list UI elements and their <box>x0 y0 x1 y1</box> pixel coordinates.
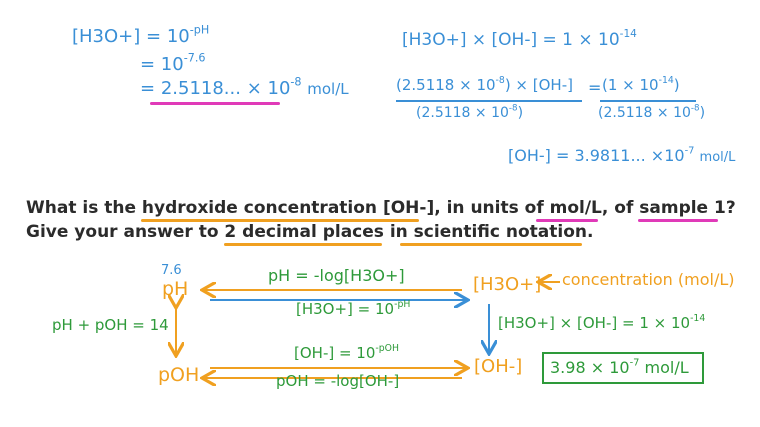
den-right-text: (2.5118 × 10 <box>598 105 691 121</box>
h3o-formula: [H3O+] = 10-pH <box>296 299 411 318</box>
eq-10: = 10 <box>146 26 190 47</box>
h3o-lhs: [H3O+] <box>72 26 141 47</box>
den-right-tail: ) <box>699 105 706 121</box>
answer-box <box>542 352 704 384</box>
oh-formula: [OH-] = 10-pOH <box>294 343 399 362</box>
h3o-formula-exp: -pH <box>394 299 411 311</box>
oh-result-text: [OH-] = 3.9811... ×10 <box>508 146 685 165</box>
den-left-text: (2.5118 × 10 <box>416 105 509 121</box>
den-left-tail: ) <box>517 105 524 121</box>
num-left-exp: -8 <box>495 75 505 87</box>
num-right-tail: ) <box>673 76 680 94</box>
num-right-text: (1 × 10 <box>602 76 659 94</box>
work-left-line3: = 2.5118... × 10-8 mol/L <box>140 77 349 99</box>
answer-value: 3.98 × 10 <box>550 358 630 377</box>
kw-diagram-text: [H3O+] × [OH-] = 1 × 10 <box>498 314 691 332</box>
question-line2: Give your answer to 2 decimal places in … <box>26 222 594 242</box>
num-right-exp: -14 <box>658 75 674 87</box>
h3o-node: [H3O+] <box>473 274 542 295</box>
underline-scientific <box>400 243 582 246</box>
oh-result: [OH-] = 3.9811... ×10-7 mol/L <box>508 145 736 165</box>
ph-value: 7.6 <box>161 263 182 278</box>
work-left-line2: = 10-7.6 <box>140 53 206 75</box>
underline-sample <box>638 219 718 222</box>
den-right-exp: -8 <box>690 103 700 114</box>
answer-unit: mol/L <box>644 358 689 377</box>
ph-node: pH <box>162 278 189 300</box>
kw-diagram-exp: -14 <box>690 313 706 325</box>
oh-result-exp: -7 <box>684 145 695 157</box>
h3o-formula-text: [H3O+] = 10 <box>296 300 395 318</box>
fraction-bar-left <box>396 100 582 102</box>
eq-sign: = <box>140 78 156 99</box>
fraction-den-right: (2.5118 × 10-8) <box>598 103 706 121</box>
work-left-line1: [H3O+] = 10-pH <box>72 25 209 47</box>
num-left-tail: ) × [OH-] <box>504 76 573 94</box>
unit: mol/L <box>307 80 349 98</box>
poh-node: pOH <box>158 364 200 386</box>
poh-formula: pOH = -log[OH-] <box>276 372 400 390</box>
oh-formula-text: [OH-] = 10 <box>294 344 376 362</box>
underline-mol <box>536 219 598 222</box>
eq: = <box>588 78 602 97</box>
oh-node: [OH-] <box>474 356 523 377</box>
num-left-text: (2.5118 × 10 <box>396 76 496 94</box>
fraction-num-left: (2.5118 × 10-8) × [OH-] <box>396 75 573 94</box>
ph-poh-sum: pH + pOH = 14 <box>52 316 169 334</box>
fraction-num-right: (1 × 10-14) <box>602 75 680 94</box>
ph-formula: pH = -log[H3O+] <box>268 266 405 285</box>
answer-text: 3.98 × 10-7 mol/L <box>550 357 689 377</box>
oh-formula-exp: -pOH <box>375 343 399 355</box>
kw-lhs: [H3O+] × [OH-] = 1 × 10 <box>402 30 620 50</box>
fraction-eq: = <box>588 80 601 96</box>
fraction-bar-right <box>600 100 696 102</box>
fraction-den-left: (2.5118 × 10-8) <box>416 103 524 121</box>
answer-exp: -7 <box>629 357 640 369</box>
concentration-label: concentration (mol/L) <box>562 270 735 289</box>
oh-result-unit: mol/L <box>699 150 736 165</box>
h3o-value: 2.5118... × 10 <box>160 78 291 99</box>
kw-exp: -14 <box>619 28 637 41</box>
exp-ph: -pH <box>189 23 210 37</box>
h3o-value-underline <box>150 102 280 105</box>
underline-decimals <box>224 243 382 246</box>
exp-minus8: -8 <box>290 75 302 89</box>
underline-hydroxide <box>141 219 419 222</box>
eq-10-b: = 10 <box>140 54 184 75</box>
exp-76: -7.6 <box>183 51 206 65</box>
question-line1: What is the hydroxide concentration [OH-… <box>26 198 736 218</box>
kw-equation: [H3O+] × [OH-] = 1 × 10-14 <box>402 29 637 50</box>
den-left-exp: -8 <box>508 103 518 114</box>
kw-diagram: [H3O+] × [OH-] = 1 × 10-14 <box>498 313 706 332</box>
